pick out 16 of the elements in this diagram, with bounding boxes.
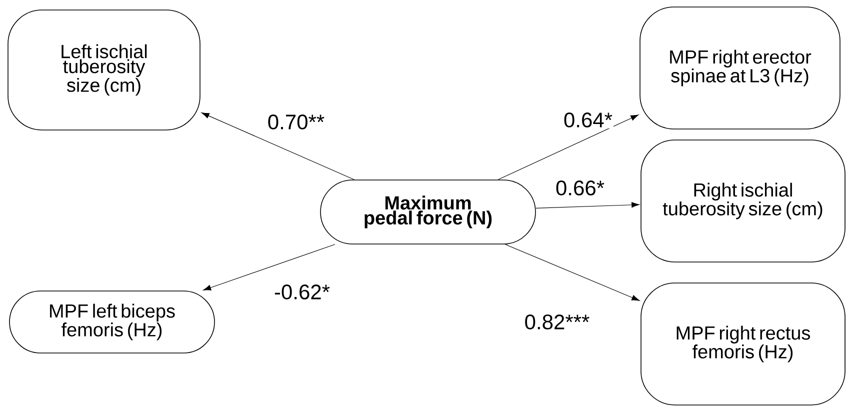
edge-label: 0.70** [266, 114, 326, 130]
rounded-box: MPF right rectus femoris (Hz) [640, 282, 846, 406]
arrow [536, 202, 640, 209]
arrow [203, 244, 336, 290]
edge-label: 0.82*** [523, 314, 591, 330]
rounded-box: MPF left biceps femoris (Hz) [9, 290, 215, 354]
rounded-box: Right ischial tuberosity size (cm) [640, 140, 846, 262]
rounded-box: Left ischial tuberosity size (cm) [8, 10, 200, 130]
arrow [498, 114, 639, 180]
rounded-box: Maximum pedal force (N) [320, 180, 536, 244]
edge-label: -0.62* [273, 284, 332, 300]
rounded-box: MPF right erector spinae at L3 (Hz) [640, 6, 840, 130]
arrow [201, 112, 354, 180]
edge-label: 0.66* [554, 180, 606, 196]
edge-label: 0.64* [562, 112, 614, 128]
arrow [504, 244, 640, 301]
